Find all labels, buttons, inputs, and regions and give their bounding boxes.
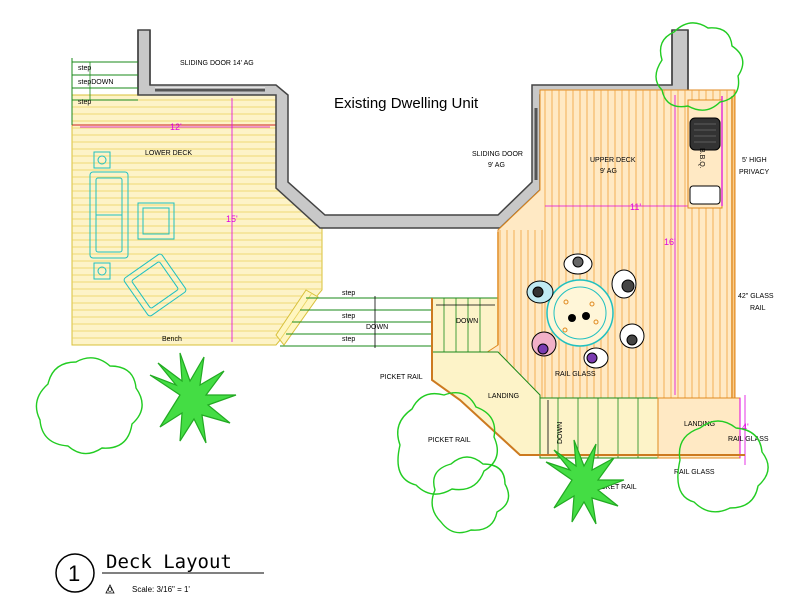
step-down-label: DOWN [366,324,388,331]
sliding-door-upper-height: 9' AG [488,162,505,169]
scale-marker: 0 [108,587,112,594]
down-label: DOWN [557,422,564,444]
drawing-title: Deck Layout [106,551,232,573]
glass-rail-label: 42" GLASS [738,293,774,300]
step-down-label: stepDOWN [78,79,113,86]
end-table-icon [93,151,111,169]
landing-dim: 4' [742,422,749,432]
privacy-label: 5' HIGH [742,157,767,164]
landing-label: LANDING [684,421,715,428]
tree-icon [35,22,769,534]
rail-glass-label: RAIL GLASS [674,469,715,476]
down-label: DOWN [456,318,478,325]
lower-deck-furniture [89,151,187,317]
lower-deck-label: LOWER DECK [145,150,192,157]
picket-rail-label: PICKET RAIL [428,437,471,444]
drawing-number: 1 [68,561,80,586]
lower-width-dim: 12' [170,122,182,132]
landing-steps: DOWN [539,397,659,459]
sliding-door-upper-label: SLIDING DOOR [472,151,523,158]
scale-marker-icon [105,584,115,594]
lower-depth-dim: 15' [226,214,238,224]
dwelling-title: Existing Dwelling Unit [334,95,479,112]
bbq-label: B.B.Q. [698,148,705,169]
sofa-icon [89,171,129,259]
patio-table-icon [546,279,614,347]
upper-width-dim: 11' [630,202,641,212]
landing-label: LANDING [488,393,519,400]
drawing-number-circle [55,553,95,593]
step-label: step [342,336,355,343]
patio-chair-icon [526,253,645,369]
bbq-icon: B.B.Q. [687,99,723,209]
step-label: step [78,65,91,72]
top-steps: step stepDOWN step [71,58,138,125]
lounge-chair-icon [123,253,187,317]
bench [275,289,319,346]
rail-glass-label: RAIL GLASS [555,371,596,378]
step-label: step [342,313,355,320]
privacy-label-2: PRIVACY [739,169,770,176]
sliding-door-main-label: SLIDING DOOR 14' AG [180,60,254,67]
coffee-table-icon [137,202,175,240]
picket-rail-label: PICKET RAIL [594,484,637,491]
step-label: step [78,99,91,106]
step-label: step [342,290,355,297]
upper-deck-label: UPPER DECK [590,157,636,164]
picket-rail-label: PICKET RAIL [380,374,423,381]
glass-rail-label-2: RAIL [750,305,766,312]
upper-side-steps: DOWN [431,297,499,353]
scale-label: Scale: 3/16" = 1' [132,585,190,594]
bench-label: Bench [162,336,182,343]
rail-glass-label: RAIL GLASS [728,436,769,443]
upper-deck-height: 9' AG [600,168,617,175]
middle-steps: step step DOWN step [280,290,432,348]
upper-depth-dim: 16' [664,237,676,247]
title-block: 1 Deck Layout 0 Scale: 3/16" = 1' [55,551,264,594]
picket-rail [431,298,745,456]
palm-tree-icon [149,352,625,525]
end-table-icon [93,262,111,280]
